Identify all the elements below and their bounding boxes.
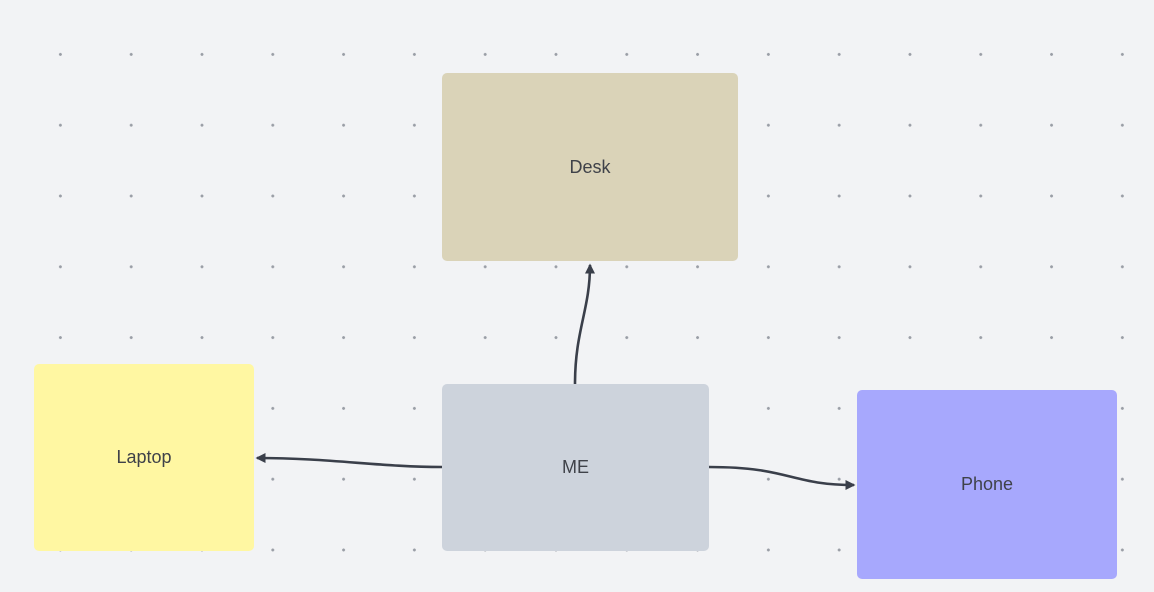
node-laptop-label: Laptop (116, 447, 172, 467)
node-phone-label: Phone (960, 474, 1014, 494)
node-desk[interactable]: Desk (442, 73, 738, 261)
node-me[interactable]: ME (442, 384, 709, 551)
node-phone[interactable]: Phone (857, 390, 1117, 579)
edge-me-phone[interactable] (708, 465, 856, 490)
node-me-label: ME (562, 457, 589, 477)
edge-me-desk[interactable] (573, 263, 595, 385)
edge-me-laptop[interactable] (255, 453, 443, 469)
node-desk-label: Desk (569, 156, 611, 177)
node-laptop[interactable]: Laptop (34, 364, 254, 551)
